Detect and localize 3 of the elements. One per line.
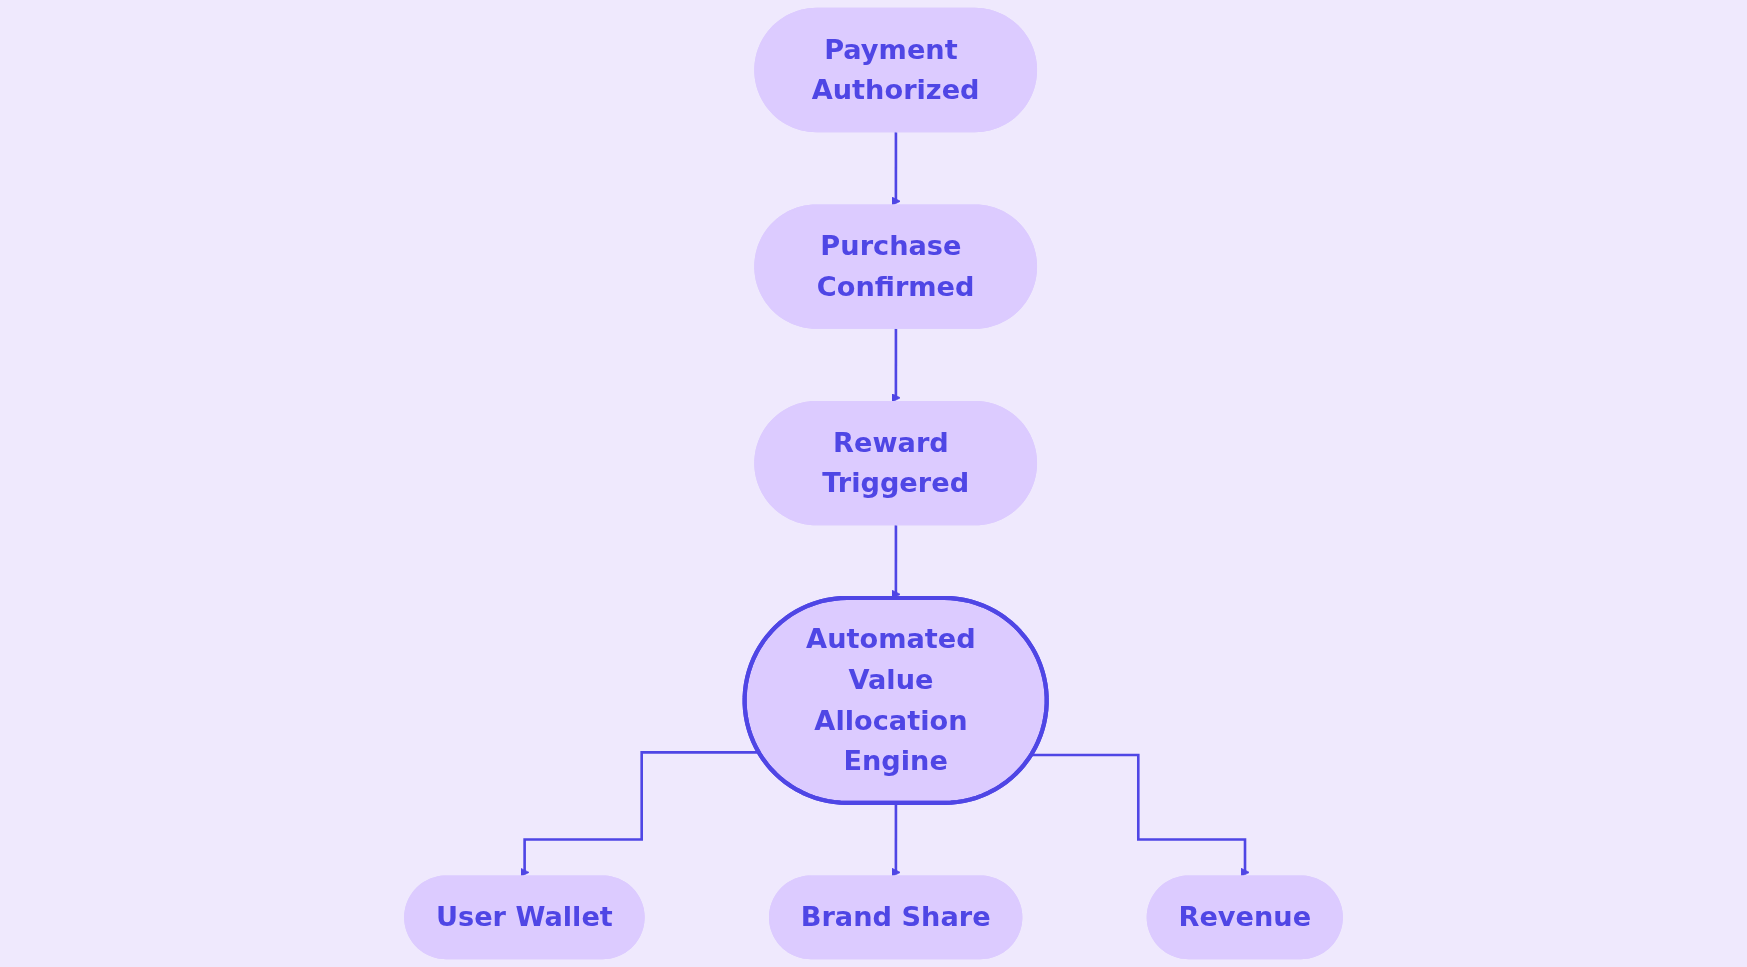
arrow [1031,753,1250,877]
arrow [891,327,901,403]
arrow [891,130,901,206]
